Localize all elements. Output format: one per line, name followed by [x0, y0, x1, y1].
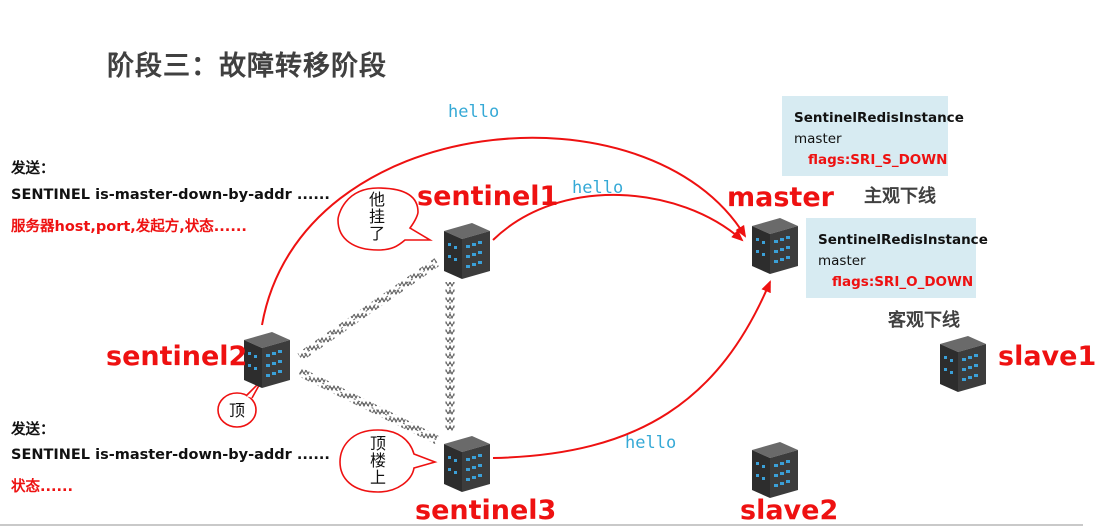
- slave2-label: slave2: [740, 495, 839, 526]
- sentinel-link-2-3: [297, 367, 440, 445]
- info-box-class-name: SentinelRedisInstance: [794, 110, 964, 126]
- info-box-flags: flags:SRI_S_DOWN: [808, 152, 948, 168]
- speech-char: 顶: [369, 434, 386, 453]
- sentinel3-speech-text: 顶 楼 上: [367, 435, 389, 486]
- info-box-role: master: [794, 131, 842, 147]
- sentinel1-label: sentinel1: [417, 181, 559, 212]
- send-note-top-command: SENTINEL is-master-down-by-addr ......: [11, 187, 330, 203]
- info-box-subjective-down: SentinelRedisInstance master flags:SRI_S…: [782, 96, 964, 176]
- slave2-server-icon: [752, 442, 798, 498]
- sentinel2-speech-text: 顶: [228, 401, 245, 420]
- send-note-top-label: 发送：: [11, 161, 55, 177]
- hello-label-top: hello: [448, 102, 500, 122]
- hello-arrow-sentinel1-master: [492, 194, 744, 242]
- speech-bubble-sentinel3: [339, 429, 438, 493]
- slave1-server-icon: [940, 336, 986, 392]
- info-box-objective-down: SentinelRedisInstance master flags:SRI_O…: [806, 218, 988, 298]
- send-note-bottom-label: 发送：: [11, 422, 55, 438]
- hello-label-sentinel3: hello: [625, 433, 677, 453]
- hello-arrow-sentinel3-master: [492, 280, 771, 459]
- speech-char: 挂: [368, 207, 385, 226]
- send-note-top-params: 服务器host,port,发起方,状态......: [11, 219, 247, 235]
- sentinel3-label: sentinel3: [415, 495, 557, 526]
- info-box-flags: flags:SRI_O_DOWN: [832, 274, 974, 290]
- info-box-class-name: SentinelRedisInstance: [818, 232, 988, 248]
- master-server-icon: [752, 218, 798, 274]
- speech-char: 他: [368, 190, 385, 209]
- page-title: 阶段三：故障转移阶段: [107, 51, 387, 82]
- speech-bubble-sentinel2: [217, 392, 257, 428]
- hello-label-sentinel1: hello: [572, 178, 624, 198]
- hello-arrow-sentinel2-master: [261, 136, 747, 326]
- sentinel-link-1-2: [297, 258, 440, 361]
- sentinel2-label: sentinel2: [106, 341, 248, 372]
- sentinel3-server-icon: [444, 436, 490, 492]
- sentinel1-server-icon: [444, 223, 490, 279]
- speech-char: 了: [368, 224, 385, 243]
- sentinel2-server-icon: [244, 332, 290, 388]
- sentinel1-speech-text: 他 挂 了: [366, 191, 388, 242]
- objective-down-caption: 客观下线: [888, 310, 960, 331]
- speech-char: 楼: [369, 451, 386, 470]
- send-note-bottom-command: SENTINEL is-master-down-by-addr ......: [11, 447, 330, 463]
- info-box-role: master: [818, 253, 866, 269]
- speech-bubble-sentinel1: [337, 187, 433, 251]
- speech-char: 上: [369, 468, 386, 487]
- slave1-label: slave1: [998, 341, 1096, 372]
- send-note-bottom-params: 状态......: [11, 479, 74, 495]
- subjective-down-caption: 主观下线: [864, 186, 936, 207]
- bottom-divider: [0, 524, 1083, 526]
- master-label: master: [727, 182, 834, 213]
